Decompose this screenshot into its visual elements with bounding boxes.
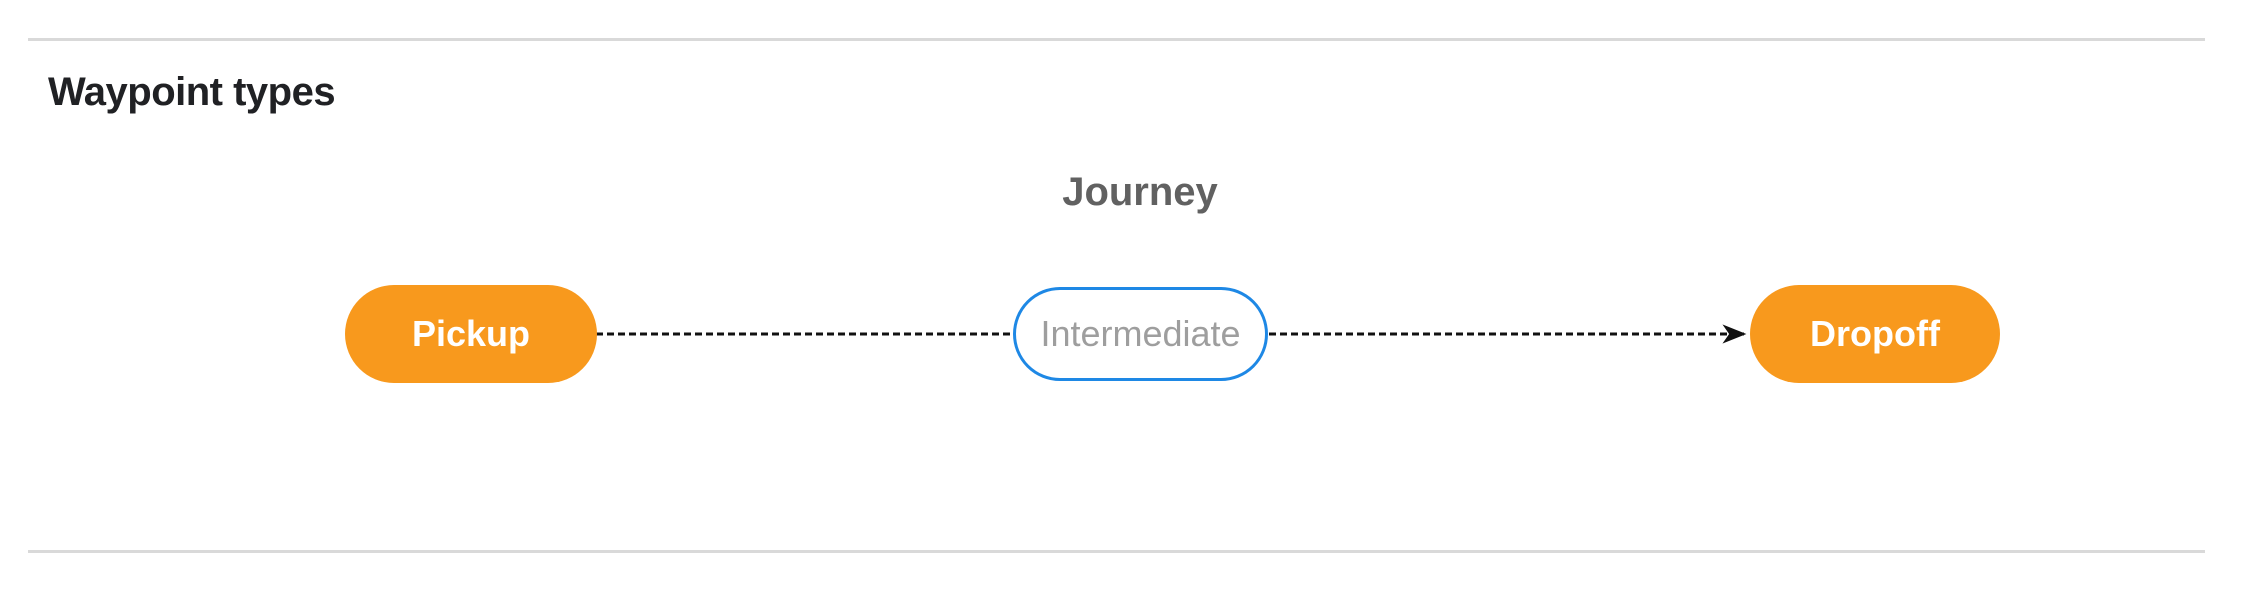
bottom-divider (28, 550, 2205, 553)
top-divider (28, 38, 2205, 41)
node-dropoff: Dropoff (1750, 285, 2000, 383)
node-pickup: Pickup (345, 285, 597, 383)
node-intermediate: Intermediate (1013, 287, 1268, 381)
page-title: Waypoint types (48, 70, 336, 114)
journey-label: Journey (1062, 170, 1218, 214)
